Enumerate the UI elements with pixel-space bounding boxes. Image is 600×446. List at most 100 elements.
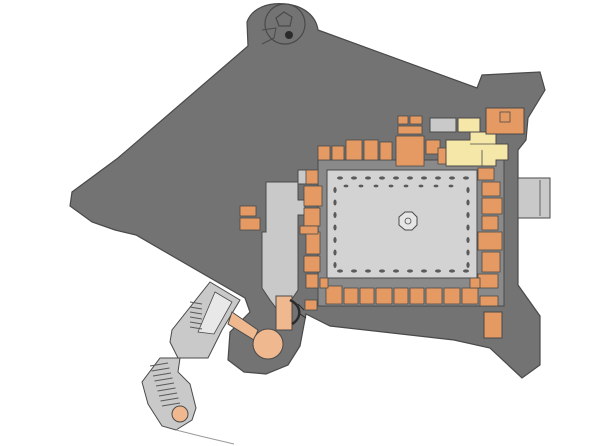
cloister-pillars <box>333 176 470 273</box>
room <box>363 139 379 161</box>
room <box>343 287 359 305</box>
north-tower <box>264 3 306 45</box>
room <box>437 147 447 165</box>
room <box>379 141 393 161</box>
pillar <box>365 269 371 273</box>
stair-tread <box>151 367 170 372</box>
round-tower-stair <box>275 295 293 331</box>
room <box>375 287 393 305</box>
pillar <box>433 184 439 188</box>
rooms-layer <box>239 115 503 311</box>
room <box>305 273 319 289</box>
east-gatehouse <box>517 177 551 219</box>
pillar <box>448 184 454 188</box>
tower-stair-curve <box>289 298 301 326</box>
pillar <box>407 269 413 273</box>
pillar <box>393 269 399 273</box>
stair-tread <box>160 397 179 402</box>
stair-tread <box>161 402 181 407</box>
stair-tread <box>154 377 173 382</box>
pillar <box>463 269 469 273</box>
northeast-tower <box>485 107 525 135</box>
room <box>317 145 331 161</box>
north-tower-passage <box>261 27 277 45</box>
room <box>409 115 423 125</box>
stair-tread <box>189 316 203 320</box>
room <box>331 145 345 161</box>
tower-stair-hatch <box>297 303 307 319</box>
room <box>395 135 425 167</box>
pillar <box>421 176 427 180</box>
stair-tread <box>158 392 178 397</box>
round-tower-room <box>252 328 284 360</box>
room <box>393 287 409 305</box>
room <box>304 299 318 311</box>
room <box>425 139 441 155</box>
stair-tread <box>189 321 203 325</box>
pillar <box>466 212 470 218</box>
southwest-passage <box>197 291 233 335</box>
room <box>239 205 257 217</box>
stair-tread <box>155 382 175 387</box>
room <box>397 125 423 135</box>
room <box>409 287 425 305</box>
pillar <box>333 262 337 268</box>
pillar <box>449 269 455 273</box>
room <box>325 285 343 305</box>
stair-tread <box>157 387 176 392</box>
barbican-stairs <box>189 301 203 330</box>
pillar <box>407 176 413 180</box>
room <box>481 181 501 197</box>
well-center <box>404 217 412 225</box>
room <box>319 277 329 289</box>
approach-stairs <box>149 362 181 407</box>
pillar <box>393 176 399 180</box>
west-hall-block <box>261 181 306 309</box>
pillar <box>333 237 337 243</box>
room <box>469 277 481 289</box>
pillar <box>333 249 337 256</box>
room <box>303 185 323 207</box>
pillar <box>358 184 364 188</box>
pillar <box>388 184 394 188</box>
room <box>477 231 503 251</box>
pillar <box>337 176 343 180</box>
round-tower-group <box>227 295 307 360</box>
se-tower-room <box>483 311 503 339</box>
pillar <box>418 184 424 188</box>
room <box>461 287 479 305</box>
pillar <box>351 176 357 180</box>
room <box>443 287 461 305</box>
pillar <box>365 176 371 180</box>
room <box>305 231 321 255</box>
pillar <box>379 176 385 180</box>
ne-tower-stair <box>499 111 511 123</box>
room <box>239 217 261 231</box>
pillar <box>351 269 357 273</box>
stair-tread <box>189 306 203 310</box>
southwest-slope <box>175 429 235 445</box>
room <box>305 169 319 185</box>
room <box>481 251 501 273</box>
inner-building <box>317 159 505 307</box>
pillar <box>466 187 470 193</box>
pillar <box>466 199 470 206</box>
southwest-works <box>141 281 241 445</box>
pillar <box>333 212 337 218</box>
southeast-tower <box>483 311 503 339</box>
room <box>345 139 363 161</box>
room <box>481 215 499 231</box>
stair-tread <box>152 372 172 377</box>
room <box>425 287 443 305</box>
pillar <box>466 249 470 256</box>
room <box>359 287 375 305</box>
yellow-hall <box>445 131 509 167</box>
room <box>303 255 321 273</box>
central-well <box>398 211 418 231</box>
room <box>479 295 499 307</box>
pillar <box>449 176 455 180</box>
pillar <box>333 224 337 231</box>
stair-tread <box>189 326 203 330</box>
